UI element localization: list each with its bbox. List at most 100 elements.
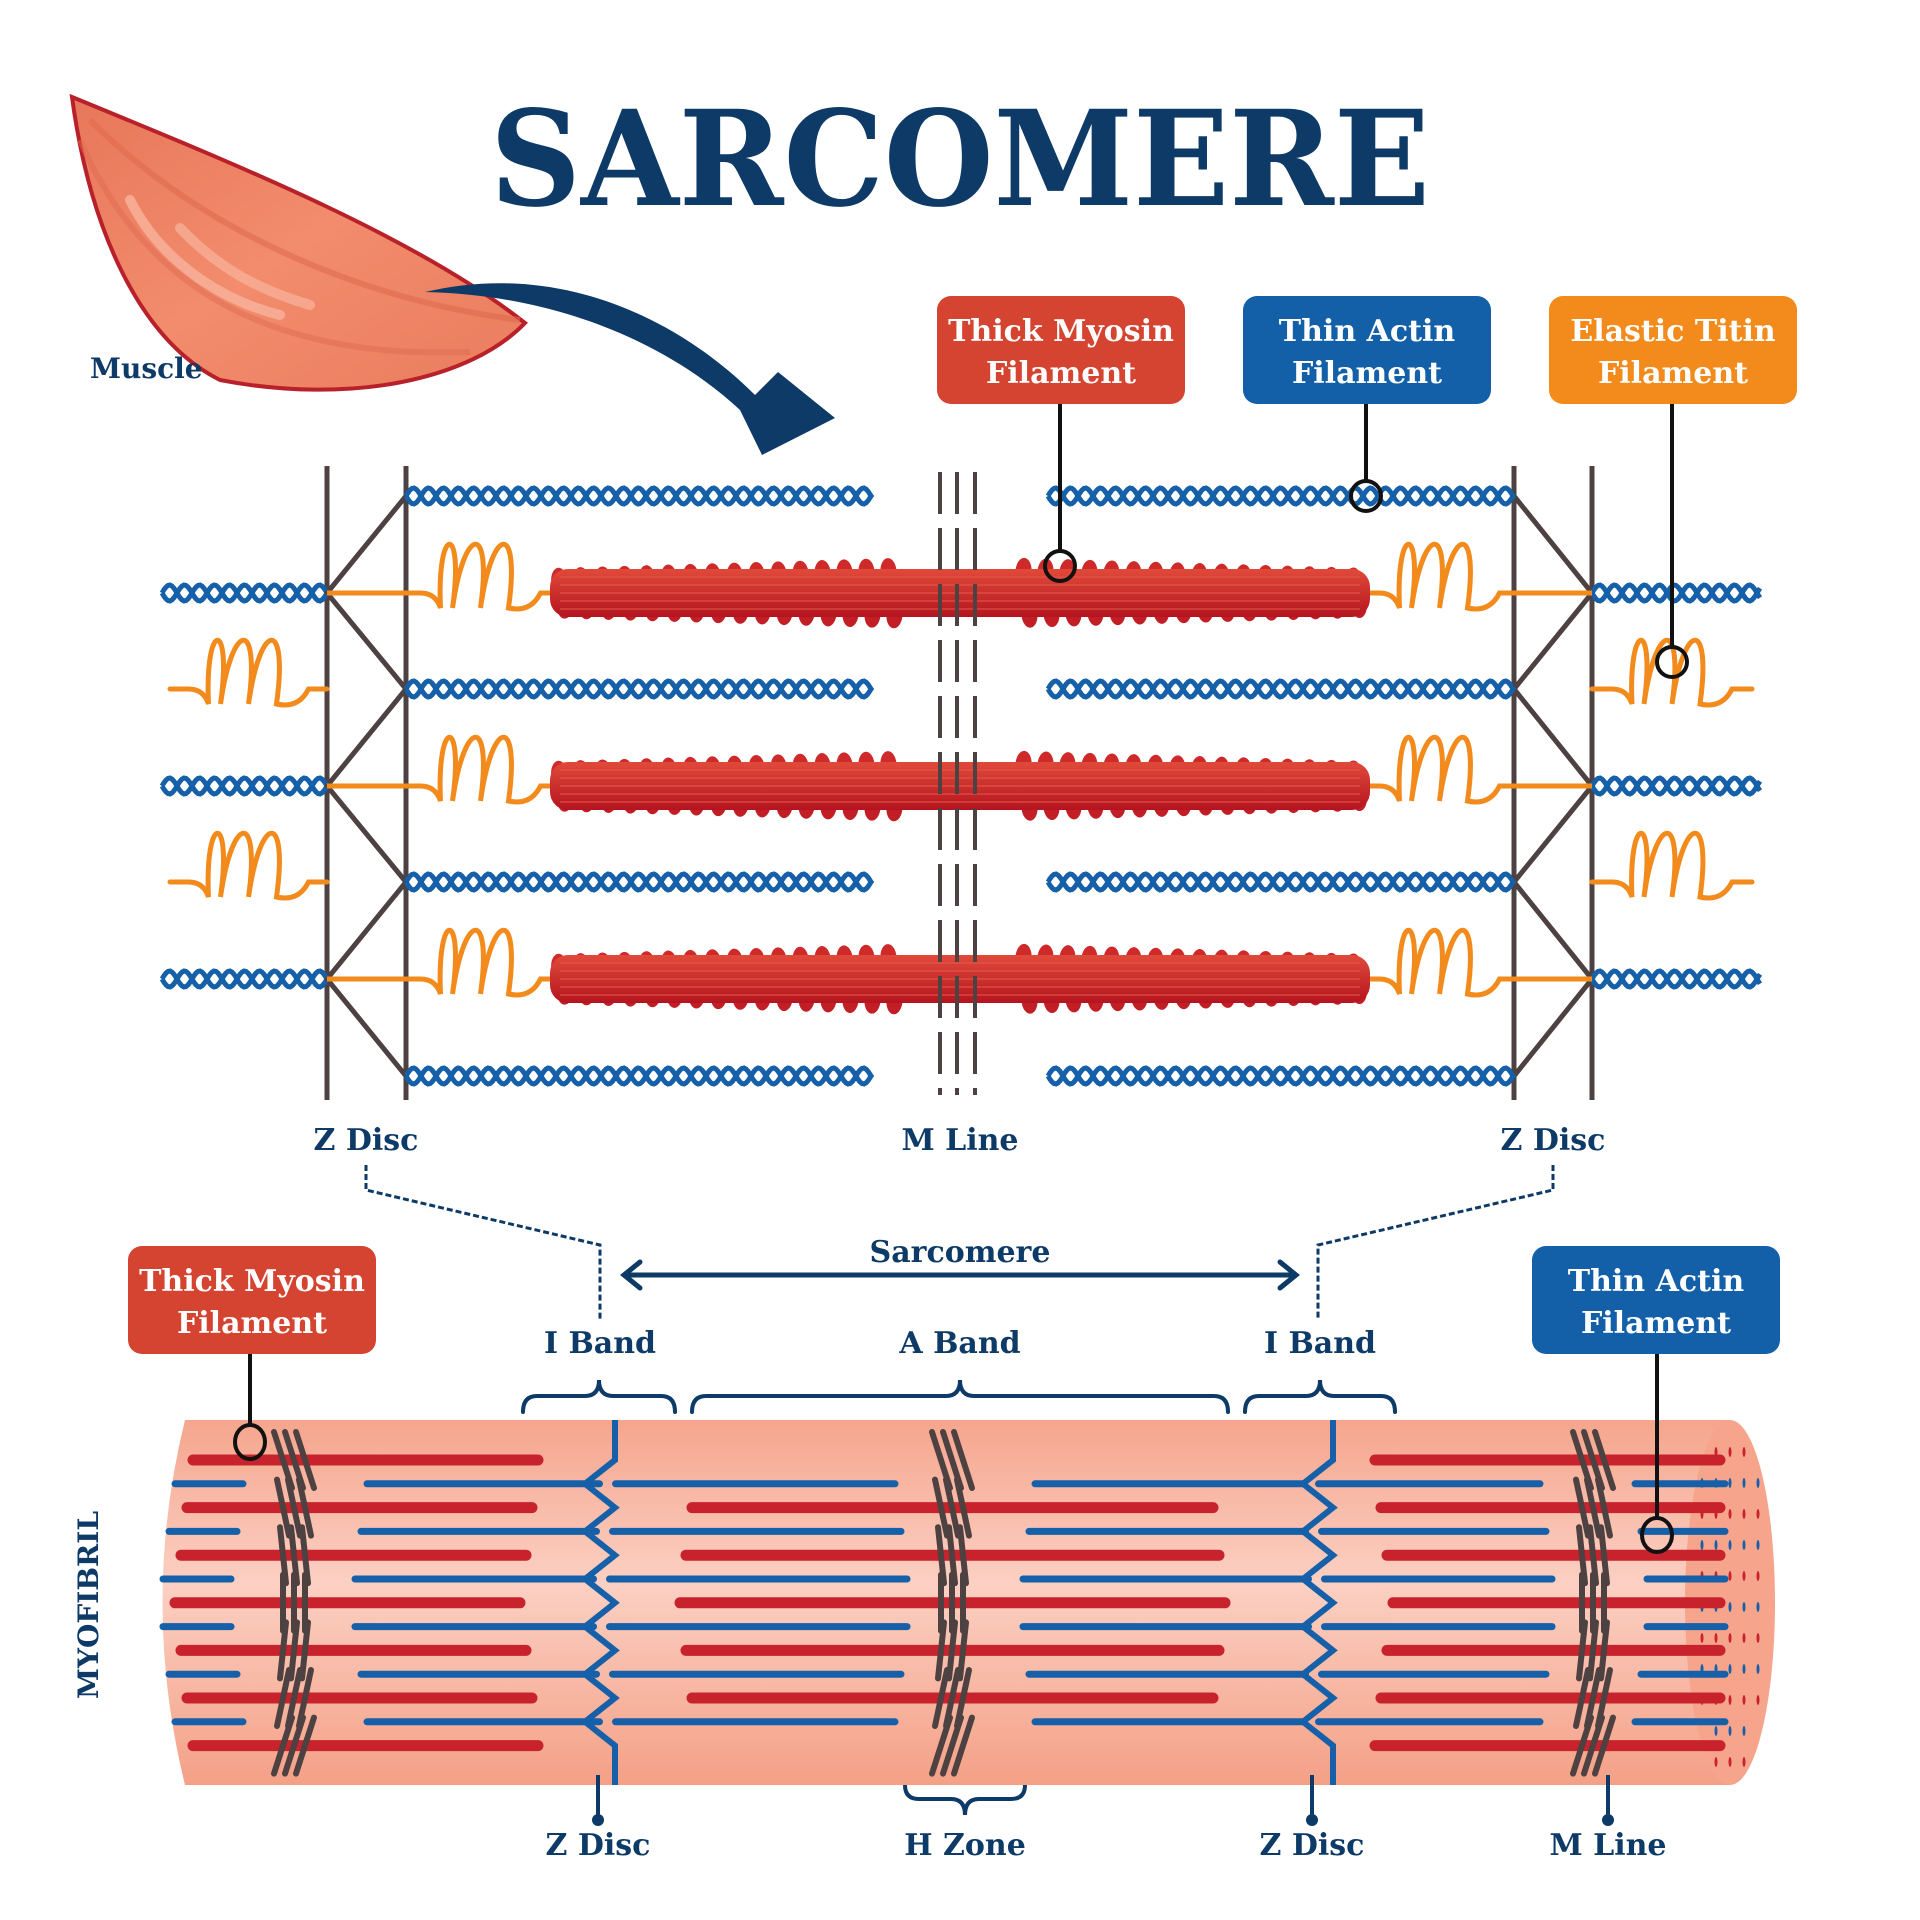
- z-disc-right-label: Z Disc: [1501, 1123, 1606, 1158]
- cross-section-dot: [1743, 1447, 1746, 1457]
- z-disc-pointer-dot: [1306, 1814, 1318, 1826]
- h-zone-label: H Zone: [904, 1828, 1026, 1863]
- actin-filament: [406, 681, 872, 697]
- myosin-filament: [550, 943, 1370, 1015]
- cross-section-dot: [1729, 1447, 1732, 1457]
- bottom-labels: Z Disc H Zone Z Disc M Line: [546, 1828, 1667, 1863]
- cross-section-dot: [1715, 1540, 1718, 1550]
- i-band-right-label: I Band: [1264, 1326, 1376, 1361]
- cross-section-dot: [1715, 1633, 1718, 1643]
- dashed-connector-left: [366, 1165, 600, 1320]
- z-disc-zigzag-right: [1514, 466, 1592, 1100]
- cross-section-dot: [1701, 1540, 1704, 1550]
- cross-section-dot: [1729, 1478, 1732, 1488]
- a-band-label: A Band: [898, 1326, 1020, 1361]
- cross-section-dot: [1757, 1695, 1760, 1705]
- actin-filament: [1592, 778, 1760, 794]
- actin-filament: [1048, 1068, 1514, 1084]
- actin-filament: [406, 874, 872, 890]
- callout-line2: Filament: [1581, 1306, 1731, 1341]
- m-line-label: M Line: [901, 1123, 1018, 1158]
- cross-section-dot: [1757, 1509, 1760, 1519]
- band-labels: I Band A Band I Band: [523, 1326, 1395, 1412]
- actin-filament: [162, 971, 326, 987]
- sarcomere-span: Sarcomere: [366, 1165, 1553, 1320]
- top-labels: Z Disc M Line Z Disc: [314, 1123, 1606, 1158]
- cross-section-dot: [1729, 1509, 1732, 1519]
- cross-section-dot: [1757, 1602, 1760, 1612]
- i-band-right-brace: [1245, 1380, 1395, 1412]
- callout-line1: Elastic Titin: [1570, 314, 1776, 349]
- actin-filament: [1048, 681, 1514, 697]
- actin-filament: [1592, 585, 1760, 601]
- titin-filament: [406, 737, 555, 802]
- page-title: SARCOMERE: [490, 82, 1430, 237]
- myofibril-label: MYOFIBRIL: [72, 1511, 105, 1699]
- cross-section-dot: [1729, 1571, 1732, 1581]
- actin-filament: [162, 778, 326, 794]
- cross-section-dot: [1757, 1540, 1760, 1550]
- myofibril: [163, 1420, 1776, 1826]
- sarcomere-detail: [162, 466, 1760, 1100]
- actin-filament: [162, 585, 326, 601]
- titin-filament: [170, 640, 327, 705]
- callout-line1: Thin Actin: [1279, 314, 1456, 349]
- callout-line1: Thin Actin: [1568, 1264, 1745, 1299]
- cross-section-dot: [1743, 1633, 1746, 1643]
- cross-section-dot: [1729, 1540, 1732, 1550]
- cross-section-dot: [1757, 1664, 1760, 1674]
- callout-thin-actin: Thin ActinFilament: [1243, 296, 1491, 511]
- top-callouts: Thick MyosinFilamentThin ActinFilamentEl…: [937, 296, 1797, 677]
- m-line-bottom-label: M Line: [1549, 1828, 1666, 1863]
- titin-filament: [1592, 833, 1752, 898]
- cross-section-dot: [1743, 1726, 1746, 1736]
- h-zone-brace: [905, 1785, 1025, 1815]
- actin-filament: [1048, 488, 1514, 504]
- cross-section-dot: [1715, 1757, 1718, 1767]
- callout-line1: Thick Myosin: [139, 1264, 365, 1299]
- cross-section-dot: [1743, 1571, 1746, 1581]
- titin-filament: [1365, 930, 1514, 995]
- cross-section-dot: [1743, 1602, 1746, 1612]
- cross-section-dot: [1743, 1757, 1746, 1767]
- z-disc-left-label: Z Disc: [314, 1123, 419, 1158]
- cross-section-dot: [1729, 1726, 1732, 1736]
- cross-section-dot: [1743, 1695, 1746, 1705]
- actin-filament: [1592, 971, 1760, 987]
- i-band-left-brace: [523, 1380, 675, 1412]
- a-band-brace: [692, 1380, 1228, 1412]
- callout-line2: Filament: [1292, 356, 1442, 391]
- z-disc-pointer-dot: [592, 1814, 604, 1826]
- myosin-filament: [550, 557, 1370, 629]
- cross-section-dot: [1757, 1478, 1760, 1488]
- muscle-illustration: Muscle: [72, 97, 525, 390]
- titin-filament: [1365, 737, 1514, 802]
- cross-section-dot: [1743, 1664, 1746, 1674]
- callout-line2: Filament: [986, 356, 1136, 391]
- z-disc-zigzag-left: [327, 466, 406, 1100]
- titin-filament: [170, 833, 327, 898]
- cross-section-dot: [1701, 1633, 1704, 1643]
- cross-section-dot: [1743, 1540, 1746, 1550]
- actin-filament: [406, 488, 872, 504]
- callout-line2: Filament: [1598, 356, 1748, 391]
- cross-section-dot: [1729, 1664, 1732, 1674]
- cross-section-dot: [1757, 1571, 1760, 1581]
- myosin-filament: [550, 750, 1370, 822]
- titin-filament: [406, 544, 555, 609]
- muscle-shape: [72, 97, 525, 390]
- cross-section-dot: [1715, 1726, 1718, 1736]
- sarcomere-span-label: Sarcomere: [870, 1235, 1051, 1270]
- i-band-left-label: I Band: [544, 1326, 656, 1361]
- titin-filament: [406, 930, 555, 995]
- cross-section-dot: [1729, 1633, 1732, 1643]
- muscle-label: Muscle: [90, 352, 203, 385]
- cross-section-dot: [1757, 1633, 1760, 1643]
- cross-section-dot: [1743, 1478, 1746, 1488]
- titin-filament: [1365, 544, 1514, 609]
- cross-section-dot: [1729, 1602, 1732, 1612]
- cross-section-dot: [1729, 1695, 1732, 1705]
- titin-filament: [1592, 640, 1752, 705]
